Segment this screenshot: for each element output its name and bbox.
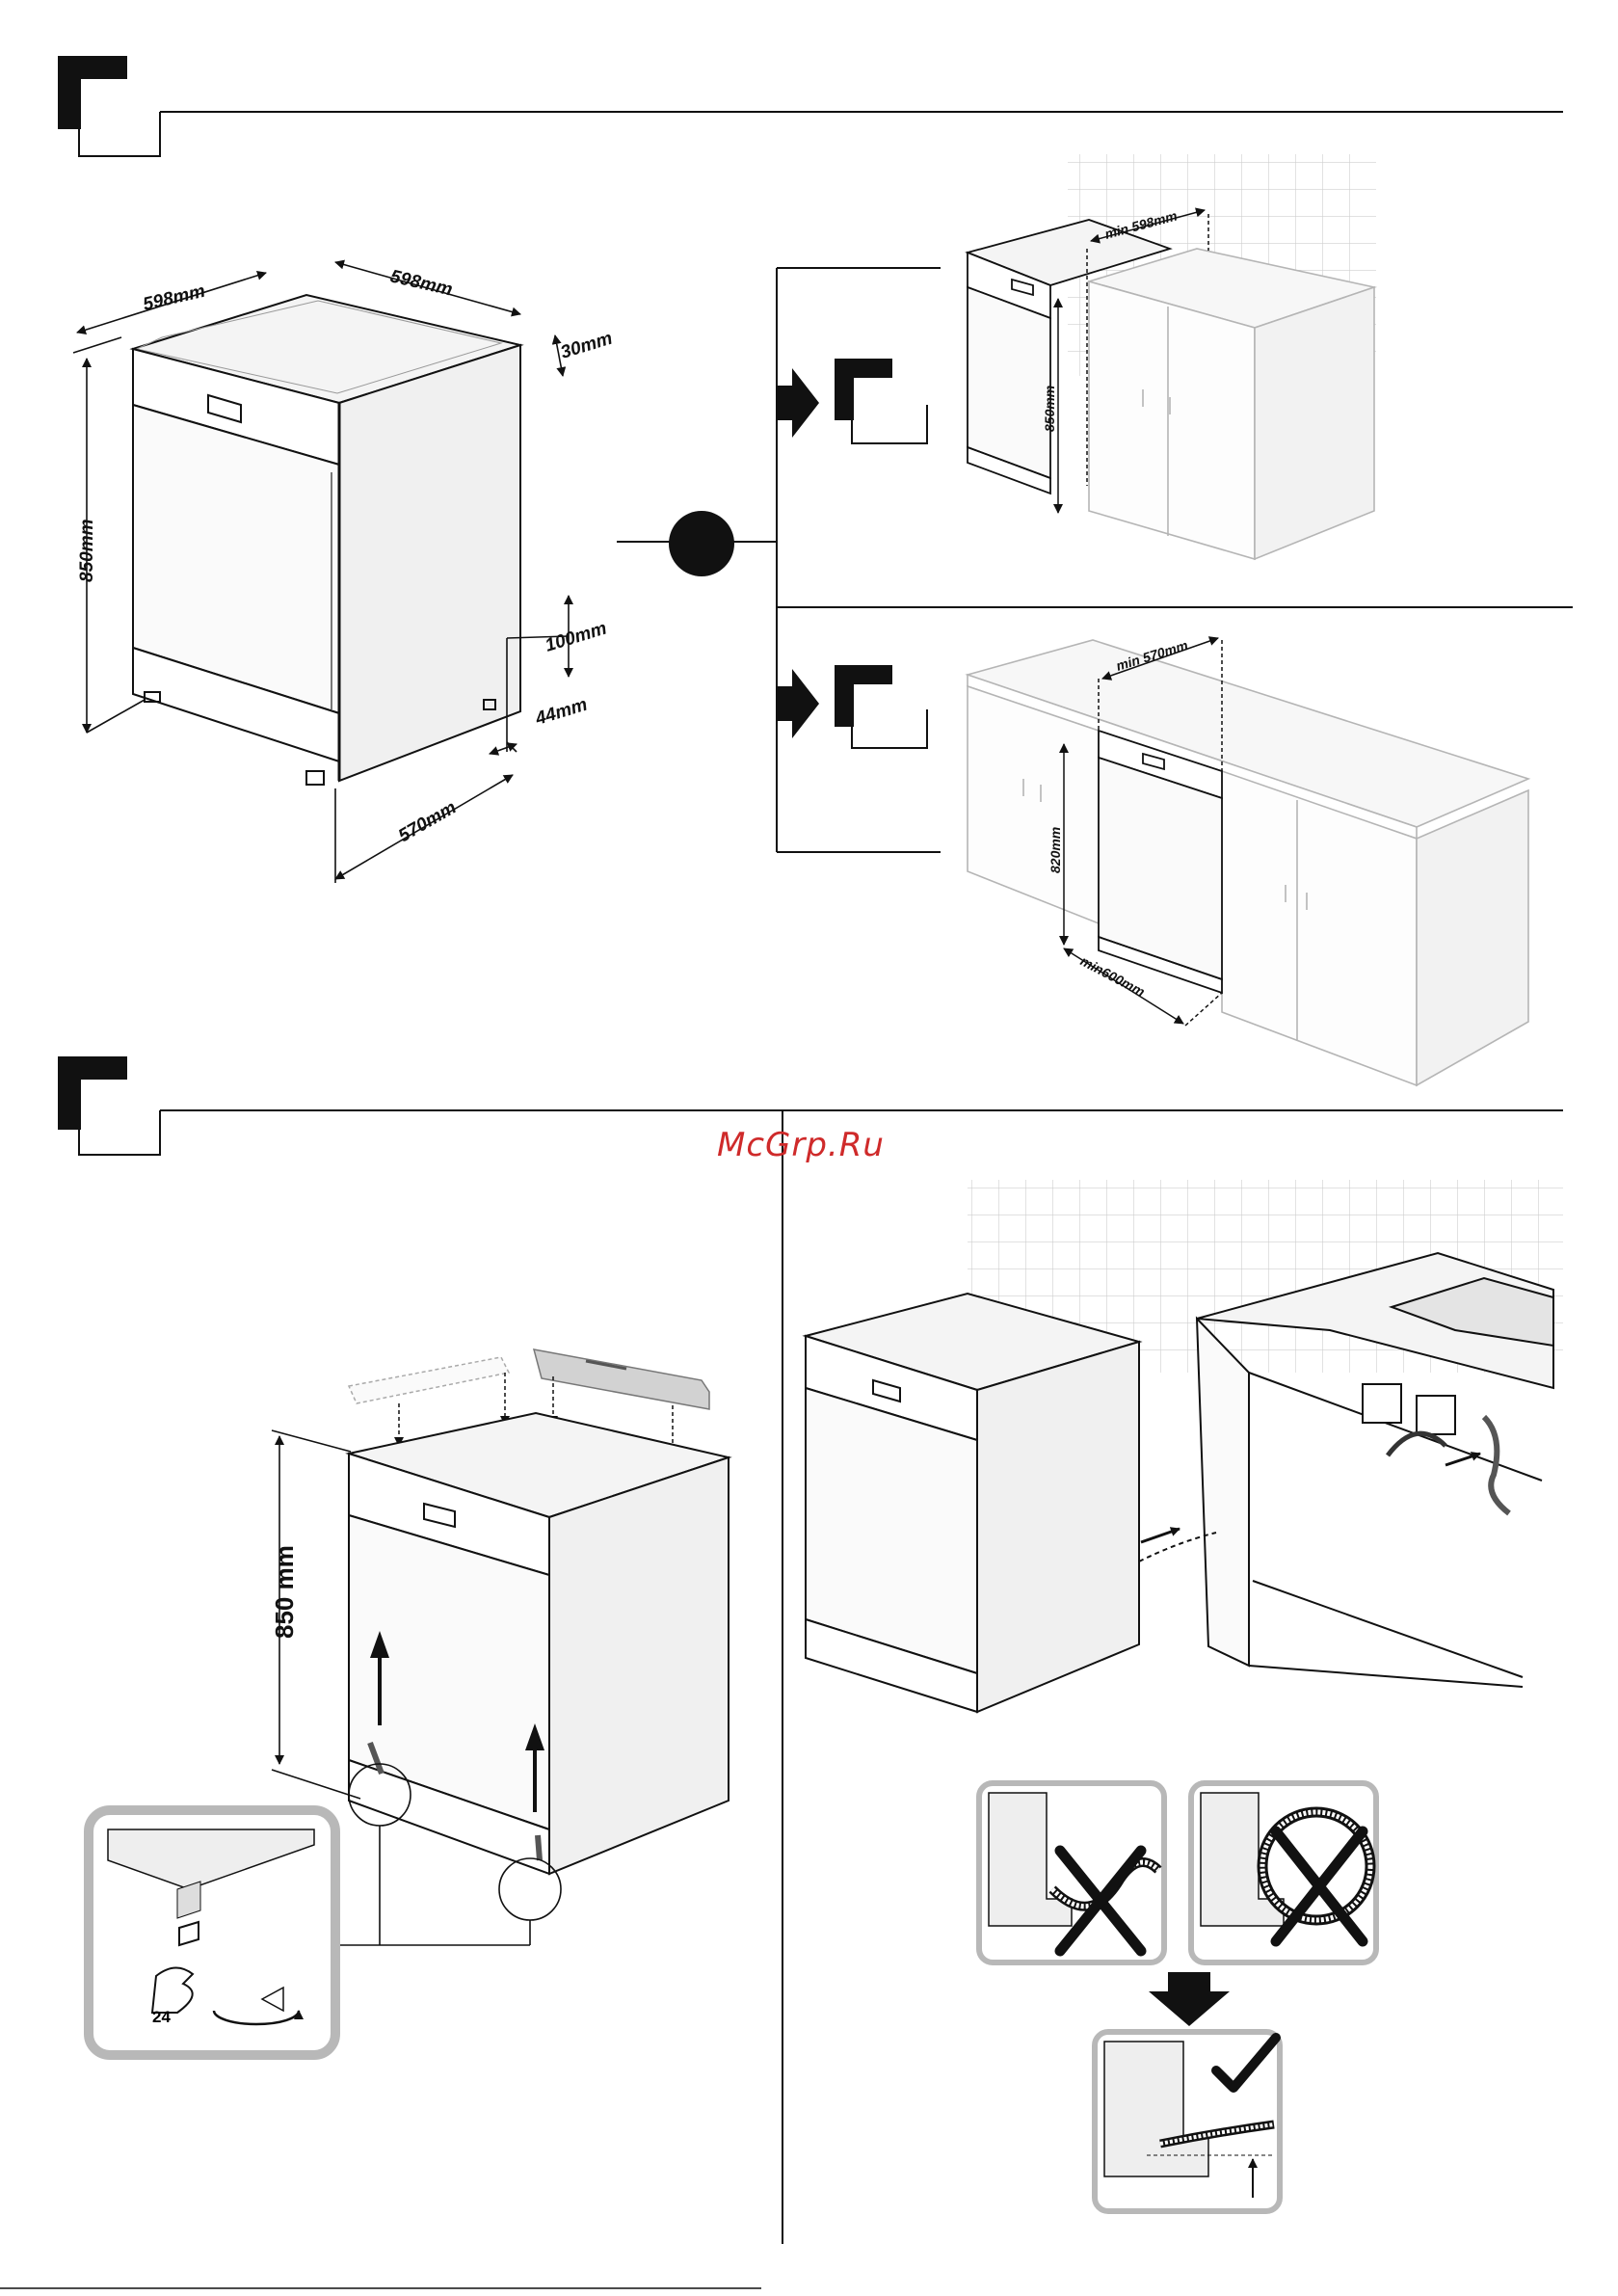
dim-plinth-recess-label: 44mm xyxy=(532,695,590,730)
leveling-height-label: 850 mm xyxy=(270,1545,299,1639)
option-b-marker-icon xyxy=(835,665,927,748)
option-b-min-width-label: min600mm xyxy=(1078,953,1148,1000)
wrench-size-label: 24 xyxy=(152,2008,171,2026)
dim-top-offset-label: 30mm xyxy=(558,329,615,363)
section-2-marker-icon xyxy=(58,1056,160,1155)
leveling-dishwasher xyxy=(349,1413,729,1874)
down-arrow-icon xyxy=(1149,1972,1230,2026)
spirit-levels xyxy=(349,1349,709,1409)
dishwasher-dimension-drawing xyxy=(133,295,520,785)
option-a-height-label: 850mm xyxy=(1042,386,1057,432)
right-arrow-icon xyxy=(777,368,819,438)
dim-height-label: 850mm xyxy=(77,519,97,582)
hose-wrong-inset-2 xyxy=(1191,1783,1376,1962)
dim-depth-label: 598mm xyxy=(388,266,455,300)
dim-width-label: 598mm xyxy=(141,281,207,315)
dim-plinth-height-label: 100mm xyxy=(543,619,609,656)
right-arrow-icon xyxy=(777,669,819,738)
filled-circle-icon xyxy=(669,511,734,576)
hose-wrong-inset-1 xyxy=(979,1783,1164,1962)
dim-base-depth-label: 570mm xyxy=(395,797,460,846)
hose-correct-inset xyxy=(1095,2032,1280,2211)
option-b-height-label: 820mm xyxy=(1048,827,1063,873)
option-a-marker-icon xyxy=(835,359,927,443)
section-1-marker-icon xyxy=(58,56,160,156)
watermark-text: McGrp.Ru xyxy=(717,1126,885,1164)
sink-cabinet xyxy=(1197,1253,1553,1687)
foot-adjust-inset: 24 xyxy=(89,1810,335,2055)
